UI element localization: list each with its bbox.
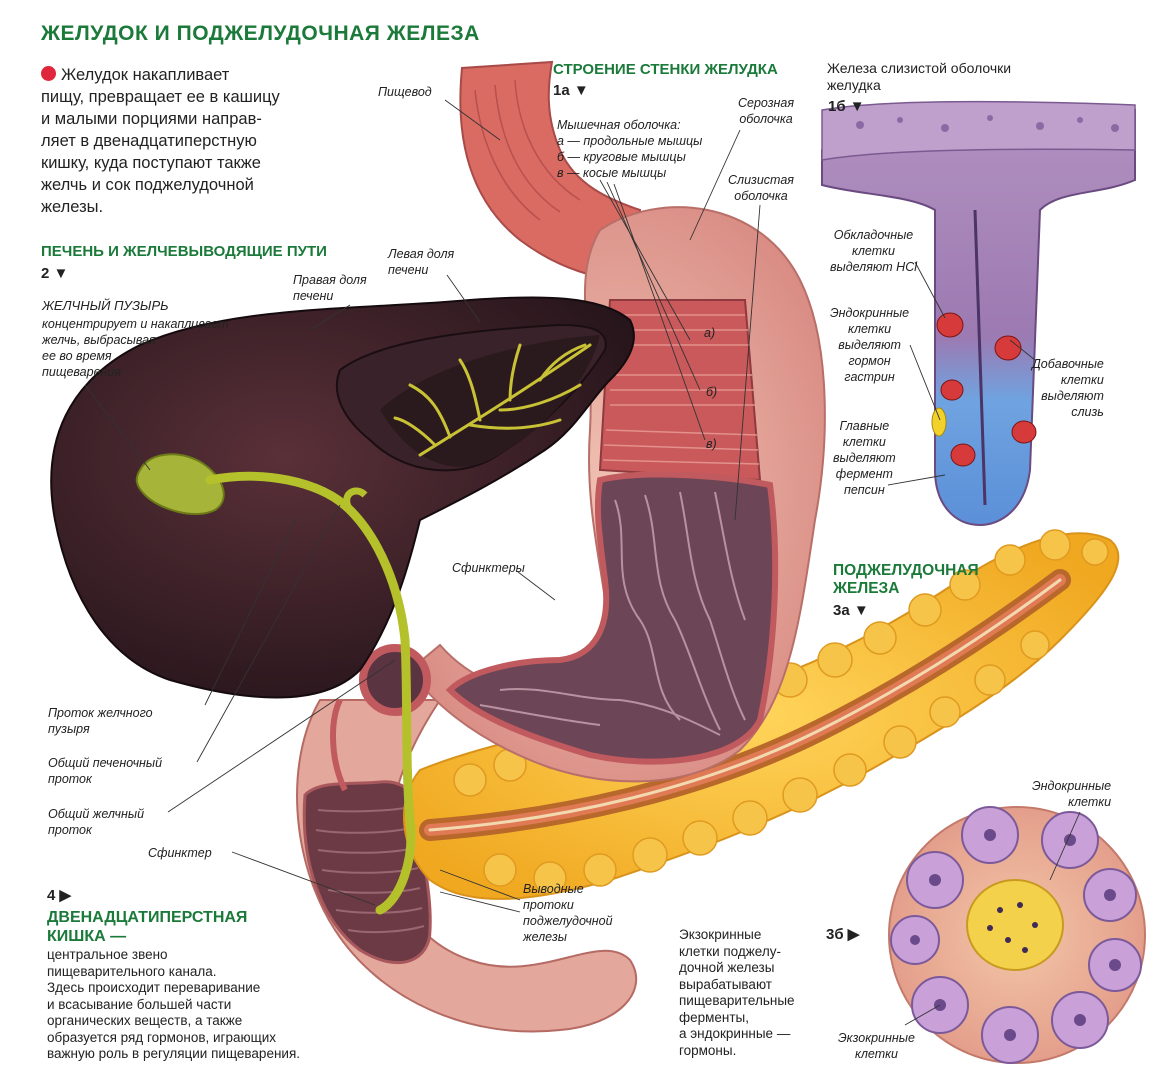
label-layer-b: б): [706, 385, 718, 399]
gland-number: 1б ▼: [828, 98, 865, 115]
intro-text: Желудок накапливает пищу, превращает ее …: [41, 66, 280, 216]
pancreas-heading: ПОДЖЕЛУДОЧНАЯ ЖЕЛЕЗА: [833, 562, 979, 597]
gastric-gland-shape: [821, 100, 1136, 527]
label-endocrine-cells: Эндокринные клетки: [1032, 779, 1112, 809]
label-right-lobe: Правая доля печени: [293, 273, 367, 303]
page-title: ЖЕЛУДОК И ПОДЖЕЛУДОЧНАЯ ЖЕЛЕЗА: [41, 22, 480, 45]
label-chief-cells: Главные клетки выделяют фермент пепсин: [833, 419, 896, 497]
label-pancreatic-ducts: Выводные протоки поджелудочной железы: [523, 882, 613, 944]
duodenum-heading: ДВЕНАДЦАТИПЕРСТНАЯ КИШКА —: [47, 909, 248, 945]
label-left-lobe: Левая доля печени: [388, 247, 455, 277]
islet-number: 3б ▶: [826, 926, 860, 943]
label-exocrine-cells: Экзокринные клетки: [838, 1031, 915, 1061]
intro-block: Желудок накапливает пищу, превращает ее …: [41, 64, 371, 218]
stomach-wall-heading: СТРОЕНИЕ СТЕНКИ ЖЕЛУДКА: [553, 61, 778, 78]
duodenum-number: 4 ▶: [47, 887, 72, 904]
label-mucosa: Слизистая оболочка: [728, 173, 794, 203]
gallbladder-shape: [135, 453, 225, 515]
acini-nuclei: [910, 829, 1121, 1041]
liver-heading: ПЕЧЕНЬ И ЖЕЛЧЕВЫВОДЯЩИЕ ПУТИ: [41, 243, 327, 260]
bile-ducts-tree: [393, 343, 592, 457]
gallbladder-label-title: ЖЕЛЧНЫЙ ПУЗЫРЬ: [42, 298, 169, 313]
label-serosa: Серозная оболочка: [738, 96, 795, 126]
label-sphincters: Сфинктеры: [452, 561, 525, 575]
label-parietal-cells: Обкладочные клетки выделяют HCl: [830, 228, 918, 274]
pancreatic-islet-shape: [888, 806, 1146, 1064]
liver-shape: [50, 296, 635, 915]
gastric-folds: [479, 491, 746, 736]
duodenum-shape: [296, 699, 637, 1033]
label-muscular-layer: Мышечная оболочка: а — продольные мышцы …: [557, 118, 703, 180]
gallbladder-label-text: концентрирует и накапливает желчь, выбра…: [42, 317, 229, 379]
leader-lines: [84, 99, 1081, 1026]
stomach-shape: [330, 206, 826, 792]
red-bullet-icon: [41, 66, 56, 81]
gland-surface-pores: [856, 115, 1119, 132]
label-hepatic-duct: Общий печеночный проток: [48, 756, 163, 786]
duodenum-text: центральное звено пищеварительного канал…: [47, 947, 301, 1061]
label-accessory-cells: Добавочные клетки выделяют слизь: [1032, 357, 1104, 419]
label-layer-a: а): [704, 326, 716, 340]
label-sphincter: Сфинктер: [148, 846, 212, 860]
gland-red-cells: [936, 312, 1037, 467]
liver-number: 2 ▼: [41, 265, 69, 282]
label-esophagus: Пищевод: [378, 85, 432, 99]
stomach-wall-number: 1а ▼: [553, 82, 589, 99]
label-endocrine-gastrin: Эндокринные клетки выделяют гормон гастр…: [830, 306, 910, 384]
pancreas-number: 3а ▼: [833, 602, 869, 619]
label-layer-c: в): [706, 437, 717, 451]
label-cystic-duct: Проток желчного пузыря: [48, 706, 153, 736]
exocrine-description: Экзокринные клетки поджелу- дочной желез…: [679, 927, 795, 1058]
gland-heading: Железа слизистой оболочки желудка: [827, 60, 1012, 93]
label-bile-duct: Общий желчный проток: [48, 807, 145, 837]
